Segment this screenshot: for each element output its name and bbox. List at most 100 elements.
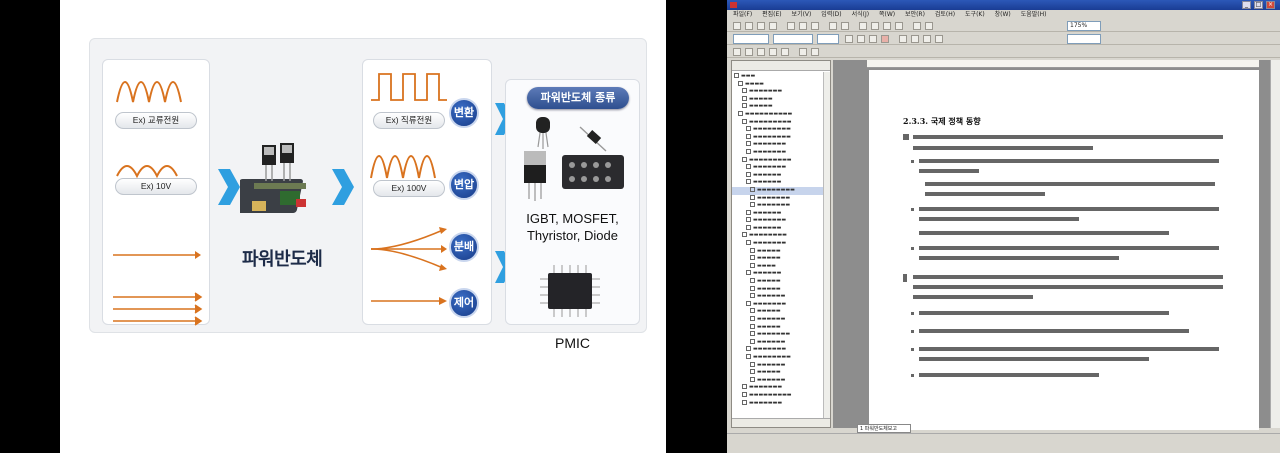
copy-icon[interactable] (799, 22, 807, 30)
align-left-icon[interactable] (899, 35, 907, 43)
outline-pane-tabs[interactable] (732, 418, 830, 427)
outline-scrollbar[interactable] (823, 72, 830, 418)
horizontal-ruler[interactable] (867, 60, 1259, 68)
maximize-icon[interactable]: □ (1254, 1, 1263, 9)
font-color-icon[interactable] (881, 35, 889, 43)
outline-item[interactable]: ▬▬▬▬▬▬▬▬ (732, 186, 824, 195)
outline-item[interactable]: ▬▬▬▬▬▬▬▬ (732, 353, 824, 362)
menu-review[interactable]: 검토(H) (934, 11, 956, 18)
outline-item[interactable]: ▬▬▬▬▬ (732, 278, 824, 286)
outline-item[interactable]: ▬▬▬▬▬▬▬ (732, 346, 824, 354)
outline-item[interactable]: ▬▬▬▬▬▬ (732, 338, 824, 347)
outline-item[interactable]: ▬▬▬▬▬▬▬ (732, 202, 824, 210)
shape-icon[interactable] (895, 22, 903, 30)
outline-item[interactable]: ▬▬▬▬▬▬▬▬▬▬ (732, 110, 824, 119)
outline-item[interactable]: ▬▬▬▬▬▬▬ (732, 88, 824, 96)
menu-help[interactable]: 도움말(H) (1020, 11, 1047, 18)
outline-item[interactable]: ▬▬▬▬▬▬▬▬▬ (732, 118, 824, 127)
style-select[interactable] (733, 34, 769, 44)
menu-page[interactable]: 쪽(W) (878, 11, 896, 18)
document-page[interactable]: 2.3.3. 국제 정책 동향 (869, 70, 1259, 430)
outline-item[interactable]: ▬▬▬▬▬ (732, 95, 824, 104)
open-icon[interactable] (745, 22, 753, 30)
table-icon[interactable] (859, 22, 867, 30)
line-color-icon[interactable] (811, 48, 819, 56)
outline-item[interactable]: ▬▬▬▬▬▬ (732, 171, 824, 180)
undo-icon[interactable] (829, 22, 837, 30)
outline-item[interactable]: ▬▬▬▬▬▬▬ (732, 240, 824, 248)
outline-item[interactable]: ▬▬▬▬▬▬▬▬ (732, 133, 824, 142)
outline-item[interactable]: ▬▬▬▬▬▬▬ (732, 384, 824, 392)
outline-item[interactable]: ▬▬▬▬▬▬▬▬▬ (732, 391, 824, 400)
arc-icon[interactable] (769, 48, 777, 56)
menu-window[interactable]: 창(W) (994, 11, 1011, 18)
outline-item[interactable]: ▬▬▬▬▬▬▬ (732, 217, 824, 225)
textbox-icon[interactable] (781, 48, 789, 56)
rect-icon[interactable] (745, 48, 753, 56)
outline-item[interactable]: ▬▬▬▬▬▬▬ (732, 194, 824, 203)
redo-icon[interactable] (841, 22, 849, 30)
image-icon[interactable] (871, 22, 879, 30)
outline-item[interactable]: ▬▬▬▬ (732, 80, 824, 89)
chart-icon[interactable] (883, 22, 891, 30)
justify-icon[interactable] (935, 35, 943, 43)
outline-item[interactable]: ▬▬▬▬▬ (732, 323, 824, 332)
outline-item[interactable]: ▬▬▬▬▬ (732, 369, 824, 377)
close-icon[interactable]: × (1266, 1, 1275, 9)
outline-item[interactable]: ▬▬▬ (732, 73, 824, 81)
outline-item[interactable]: ▬▬▬▬▬▬ (732, 224, 824, 233)
outline-item[interactable]: ▬▬▬▬▬▬▬▬ (732, 126, 824, 134)
menu-insert[interactable]: 입력(D) (821, 11, 842, 18)
outline-item[interactable]: ▬▬▬▬▬▬ (732, 361, 824, 370)
menu-file[interactable]: 파일(F) (733, 11, 753, 18)
outline-item[interactable]: ▬▬▬▬▬ (732, 285, 824, 294)
outline-item[interactable]: ▬▬▬▬▬▬▬▬▬ (732, 156, 824, 165)
align-right-icon[interactable] (923, 35, 931, 43)
document-scrollbar[interactable] (1270, 60, 1280, 428)
find-icon[interactable] (913, 22, 921, 30)
italic-icon[interactable] (857, 35, 865, 43)
new-doc-icon[interactable] (733, 22, 741, 30)
menu-security[interactable]: 보안(R) (905, 11, 925, 18)
outline-item[interactable]: ▬▬▬▬▬▬▬ (732, 148, 824, 157)
align-center-icon[interactable] (911, 35, 919, 43)
outline-item[interactable]: ▬▬▬▬▬▬ (732, 316, 824, 324)
outline-item[interactable]: ▬▬▬▬▬ (732, 308, 824, 316)
font-select[interactable] (773, 34, 813, 44)
outline-item[interactable]: ▬▬▬▬▬▬▬▬ (732, 232, 824, 240)
line-icon[interactable] (733, 48, 741, 56)
underline-icon[interactable] (869, 35, 877, 43)
ellipse-icon[interactable] (757, 48, 765, 56)
minimize-icon[interactable]: _ (1242, 1, 1251, 9)
bold-icon[interactable] (845, 35, 853, 43)
outline-item[interactable]: ▬▬▬▬▬▬▬ (732, 141, 824, 149)
outline-item[interactable]: ▬▬▬▬▬▬ (732, 376, 824, 385)
save-icon[interactable] (757, 22, 765, 30)
menu-format[interactable]: 서식(J) (851, 11, 870, 18)
outline-item[interactable]: ▬▬▬▬▬▬ (732, 270, 824, 278)
page-tab[interactable]: 1 파워반도체보고 (857, 424, 911, 433)
outline-item[interactable]: ▬▬▬▬▬ (732, 103, 824, 111)
outline-item[interactable]: ▬▬▬▬▬▬ (732, 293, 824, 301)
font-size-select[interactable] (817, 34, 839, 44)
outline-item[interactable]: ▬▬▬▬▬▬▬ (732, 331, 824, 339)
print-icon[interactable] (769, 22, 777, 30)
outline-item[interactable]: ▬▬▬▬▬▬ (732, 209, 824, 218)
line-spacing-select[interactable] (1067, 34, 1101, 44)
menu-tools[interactable]: 도구(K) (965, 11, 985, 18)
menu-edit[interactable]: 편집(E) (762, 11, 782, 18)
outline-item[interactable]: ▬▬▬▬▬ (732, 255, 824, 263)
fill-icon[interactable] (799, 48, 807, 56)
flow-chevron-icon (218, 169, 240, 205)
outline-item[interactable]: ▬▬▬▬▬▬▬ (732, 164, 824, 172)
spell-icon[interactable] (925, 22, 933, 30)
zoom-select[interactable]: 175% (1067, 21, 1101, 31)
paste-icon[interactable] (811, 22, 819, 30)
outline-item[interactable]: ▬▬▬▬▬▬▬ (732, 399, 824, 408)
outline-item[interactable]: ▬▬▬▬ (732, 262, 824, 271)
outline-item[interactable]: ▬▬▬▬▬ (732, 247, 824, 256)
outline-item[interactable]: ▬▬▬▬▬▬▬ (732, 300, 824, 309)
cut-icon[interactable] (787, 22, 795, 30)
menu-view[interactable]: 보기(V) (791, 11, 812, 18)
outline-item[interactable]: ▬▬▬▬▬▬ (732, 179, 824, 187)
